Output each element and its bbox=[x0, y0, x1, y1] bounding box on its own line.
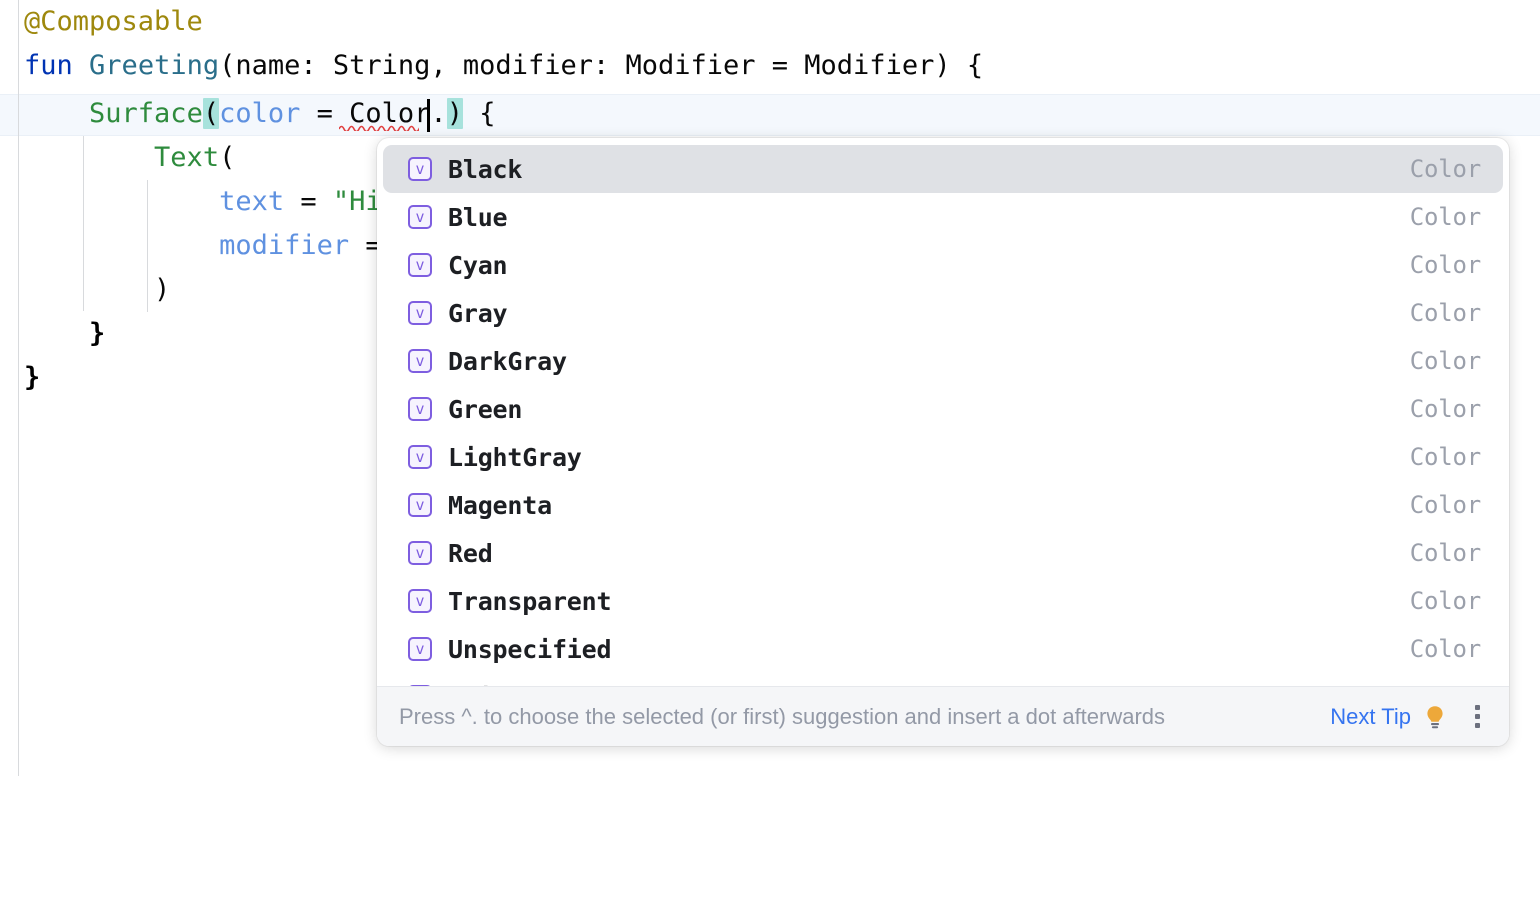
code-line-close-paren: ) bbox=[24, 268, 170, 312]
variable-icon: v bbox=[408, 397, 432, 421]
kebab-dot bbox=[1474, 705, 1480, 710]
completion-item-label: Black bbox=[448, 154, 523, 184]
completion-item-label: Unspecified bbox=[448, 634, 612, 664]
completion-item-type: Color bbox=[1409, 299, 1481, 327]
named-argument-text: text bbox=[219, 186, 285, 217]
editor-gutter-divider bbox=[18, 0, 19, 776]
variable-icon: v bbox=[408, 685, 432, 686]
named-argument-color: color bbox=[219, 98, 301, 129]
completion-item[interactable]: v DarkGray Color bbox=[383, 337, 1503, 385]
error-squiggle bbox=[339, 124, 419, 131]
variable-icon: v bbox=[408, 637, 432, 661]
close-paren: ) bbox=[154, 274, 171, 305]
completion-item-label: Transparent bbox=[448, 586, 612, 616]
assign-operator: = bbox=[300, 98, 350, 129]
kebab-menu-icon[interactable] bbox=[1467, 703, 1487, 731]
close-brace: } bbox=[24, 362, 41, 393]
completion-item[interactable]: v Magenta Color bbox=[383, 481, 1503, 529]
completion-item[interactable]: v Transparent Color bbox=[383, 577, 1503, 625]
completion-item[interactable]: v Gray Color bbox=[383, 289, 1503, 337]
completion-item-type: Color bbox=[1409, 491, 1481, 519]
completion-item-type: Color bbox=[1409, 395, 1481, 423]
completion-item-type: Color bbox=[1409, 539, 1481, 567]
completion-item[interactable]: v Green Color bbox=[383, 385, 1503, 433]
variable-icon: v bbox=[408, 157, 432, 181]
completion-item-type: Color bbox=[1409, 443, 1481, 471]
variable-icon: v bbox=[408, 349, 432, 373]
code-line-close-brace-outer: } bbox=[24, 356, 40, 400]
completion-item[interactable]: v Black Color bbox=[383, 145, 1503, 193]
completion-item-label: Gray bbox=[448, 298, 508, 328]
code-completion-popup[interactable]: v Black Color v Blue Color v Cyan Color … bbox=[377, 138, 1509, 746]
indent-guide bbox=[83, 136, 84, 311]
text-open-paren: ( bbox=[219, 142, 236, 173]
variable-icon: v bbox=[408, 541, 432, 565]
completion-item[interactable]: v Red Color bbox=[383, 529, 1503, 577]
completion-item-type: Color bbox=[1409, 155, 1481, 183]
receiver-color: Color. bbox=[349, 98, 447, 129]
completion-item-type: Color bbox=[1409, 251, 1481, 279]
completion-item-label: DarkGray bbox=[448, 346, 567, 376]
code-line-text-call: Text( bbox=[24, 136, 235, 180]
completion-item-type: Color bbox=[1409, 635, 1481, 663]
code-line-annotation: @Composable bbox=[24, 0, 203, 44]
surface-tail: { bbox=[462, 98, 496, 129]
completion-item-type: Color bbox=[1409, 203, 1481, 231]
next-tip-link[interactable]: Next Tip bbox=[1330, 703, 1411, 729]
variable-icon: v bbox=[408, 205, 432, 229]
ide-screen: @Composable fun Greeting(name: String, m… bbox=[0, 0, 1540, 776]
assign-operator: = bbox=[284, 186, 333, 217]
matching-paren-open: ( bbox=[202, 98, 220, 129]
completion-item[interactable]: v White Color bbox=[383, 673, 1503, 686]
completion-item[interactable]: v Cyan Color bbox=[383, 241, 1503, 289]
kebab-dot bbox=[1474, 723, 1480, 728]
code-line-close-brace-inner: } bbox=[24, 312, 105, 356]
variable-icon: v bbox=[408, 589, 432, 613]
function-call-surface: Surface bbox=[89, 98, 203, 129]
completion-item[interactable]: v Unspecified Color bbox=[383, 625, 1503, 673]
completion-item-label: Cyan bbox=[448, 250, 508, 280]
completion-item[interactable]: v LightGray Color bbox=[383, 433, 1503, 481]
completion-item-label: White bbox=[448, 683, 1410, 687]
close-brace: } bbox=[89, 318, 106, 349]
kebab-dot bbox=[1474, 714, 1480, 719]
completion-item[interactable]: v Blue Color bbox=[383, 193, 1503, 241]
text-caret bbox=[427, 99, 430, 132]
completion-item-label: Magenta bbox=[448, 490, 552, 520]
completion-hint-bar: Press ^. to choose the selected (or firs… bbox=[377, 686, 1509, 746]
variable-icon: v bbox=[408, 445, 432, 469]
hint-text: Press ^. to choose the selected (or firs… bbox=[399, 703, 1166, 729]
completion-item-list[interactable]: v Black Color v Blue Color v Cyan Color … bbox=[377, 138, 1509, 686]
completion-item-type: Color bbox=[1409, 347, 1481, 375]
code-line-text-arg: text = "Hi, bbox=[24, 180, 398, 224]
variable-icon: v bbox=[408, 301, 432, 325]
code-line-fun-signature: fun Greeting(name: String, modifier: Mod… bbox=[24, 44, 983, 88]
completion-item-label: Green bbox=[448, 394, 523, 424]
code-line-surface: Surface(color = Color.) { bbox=[24, 92, 495, 136]
lightbulb-icon bbox=[1421, 703, 1449, 731]
function-name-greeting: Greeting bbox=[89, 50, 220, 81]
completion-item-type: Color bbox=[1409, 587, 1481, 615]
completion-item-label: Red bbox=[448, 538, 493, 568]
function-call-text: Text bbox=[154, 142, 220, 173]
completion-item-label: LightGray bbox=[448, 442, 582, 472]
named-argument-modifier: modifier bbox=[219, 230, 350, 261]
code-line-modifier-arg: modifier = bbox=[24, 224, 382, 268]
matching-paren-close: ) bbox=[446, 98, 463, 129]
variable-icon: v bbox=[408, 253, 432, 277]
indent-guide bbox=[147, 180, 148, 312]
completion-item-type: Color bbox=[1410, 683, 1481, 686]
current-line-highlight bbox=[0, 94, 1540, 136]
keyword-fun: fun bbox=[24, 50, 73, 81]
variable-icon: v bbox=[408, 493, 432, 517]
annotation-token: @Composable bbox=[24, 6, 203, 37]
completion-item-label: Blue bbox=[448, 202, 508, 232]
signature-params: (name: String, modifier: Modifier = Modi… bbox=[219, 50, 984, 81]
